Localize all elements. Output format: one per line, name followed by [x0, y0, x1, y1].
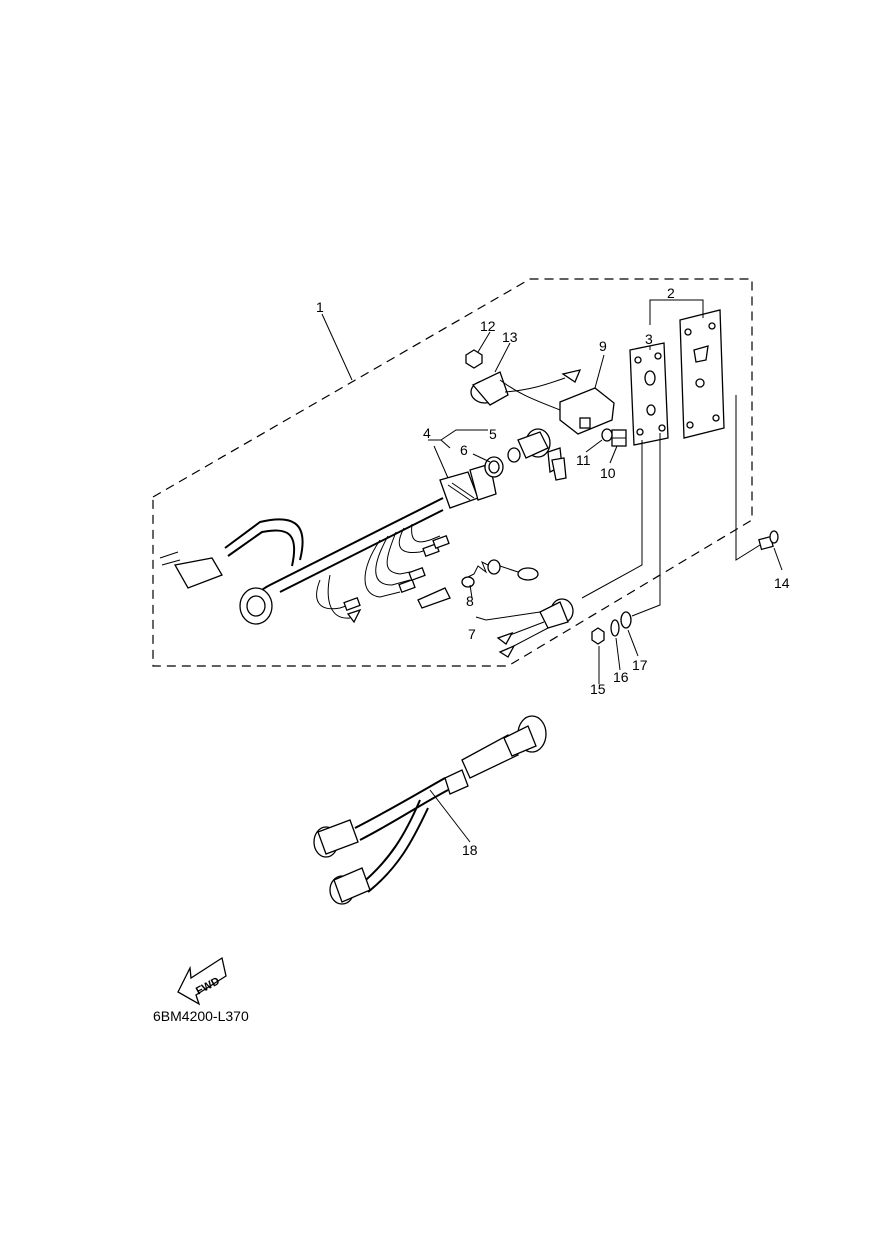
- screw-14: [758, 530, 779, 551]
- callout-15: 15: [590, 681, 606, 697]
- callout-9: 9: [599, 338, 607, 354]
- main-switch-5: [507, 428, 567, 481]
- assembly-boundary: [152, 278, 753, 667]
- plate-2: [679, 309, 725, 439]
- washer-17: [620, 611, 632, 629]
- nut-15: [591, 627, 605, 645]
- washer-6: [484, 456, 504, 478]
- wire-clamp: [470, 369, 582, 411]
- callout-4: 4: [423, 425, 431, 441]
- plate-3: [629, 342, 669, 446]
- callout-7: 7: [468, 626, 476, 642]
- callout-6: 6: [460, 442, 468, 458]
- callout-16: 16: [613, 669, 629, 685]
- callout-2: 2: [667, 285, 675, 301]
- nut-12: [465, 349, 483, 369]
- callout-17: 17: [632, 657, 648, 673]
- leader-lines: [321, 299, 783, 843]
- lanyard-8: [417, 559, 539, 609]
- washer-16: [610, 619, 620, 637]
- callout-5: 5: [489, 426, 497, 442]
- callout-12: 12: [480, 318, 496, 334]
- callout-1: 1: [316, 299, 324, 315]
- callout-18: 18: [462, 842, 478, 858]
- callout-13: 13: [502, 329, 518, 345]
- callout-11: 11: [576, 452, 591, 468]
- stop-switch-7: [496, 598, 574, 658]
- extension-harness-18: [313, 715, 547, 905]
- washer-11: [601, 428, 613, 442]
- callout-3: 3: [645, 331, 653, 347]
- callout-labels: 1 2 3 4 5 6 7 8 9 10 11 12 13 14 15 16 1…: [316, 285, 790, 858]
- callout-8: 8: [466, 593, 474, 609]
- callout-10: 10: [600, 465, 616, 481]
- diagram-code: 6BM4200-L370: [153, 1008, 249, 1024]
- screw-10: [611, 429, 627, 447]
- callout-14: 14: [774, 575, 790, 591]
- bracket-9: [559, 387, 615, 435]
- forward-direction-arrow: FWD: [177, 956, 227, 1006]
- main-harness: [159, 457, 502, 625]
